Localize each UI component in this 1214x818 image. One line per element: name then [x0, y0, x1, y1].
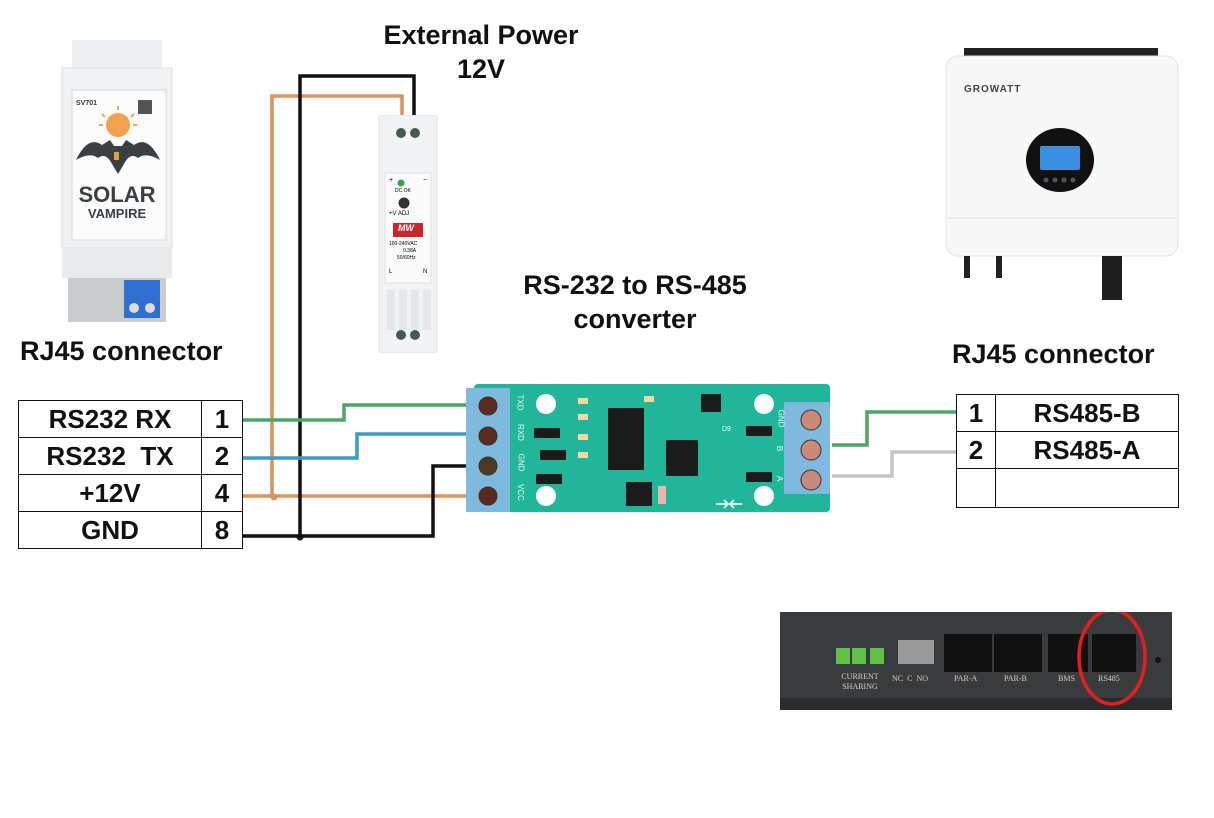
- external-power-title: External Power 12V: [360, 18, 602, 86]
- pin-number: [956, 468, 996, 508]
- pin-signal: RS485-A: [995, 431, 1179, 469]
- pin-signal: +12V: [18, 474, 202, 512]
- terminal-label-b: B: [775, 445, 785, 452]
- sv-model-label: SV701: [76, 100, 98, 107]
- ps-spec1: 100-240VAC: [389, 241, 418, 247]
- pwr-label: D9: [722, 426, 731, 433]
- wire-tx: [242, 432, 478, 460]
- rs485-highlight-circle: [1077, 612, 1147, 706]
- converter-title: RS-232 to RS-485 converter: [490, 268, 780, 336]
- ps-spec3: 50/60Hz: [397, 255, 416, 261]
- wire-12v: [242, 94, 404, 498]
- terminal-screw: [396, 330, 406, 340]
- growatt-logo: GROWATT: [964, 84, 1021, 95]
- port-label-rs485: RS485: [1098, 674, 1120, 683]
- external-power-line2: 12V: [456, 54, 506, 84]
- terminal-label-vcc: VCC: [515, 484, 525, 501]
- terminal-label-gnd: GND: [516, 453, 526, 472]
- ps-brand: MW: [398, 223, 414, 233]
- terminal-screw: [410, 330, 420, 340]
- terminal-screw: [396, 128, 406, 138]
- junction-gnd: [296, 533, 304, 541]
- left-connector-title: RJ45 connector: [20, 336, 223, 366]
- growatt-brand: GROWATT: [964, 84, 1022, 95]
- ps-plus-label: +: [389, 177, 394, 184]
- pin-number: 2: [201, 437, 243, 475]
- ps-minus-label: −: [423, 177, 428, 184]
- left-terminal-screws: [478, 396, 498, 506]
- terminal-label-txd: TXD: [515, 394, 525, 411]
- table-row: [956, 468, 1179, 508]
- wire-rx: [242, 403, 478, 422]
- pin-number: 4: [201, 474, 243, 512]
- pin-signal: [995, 468, 1179, 508]
- terminal-screw: [410, 128, 420, 138]
- ps-terminal-n: N: [423, 269, 428, 275]
- terminal-label-a: A: [775, 475, 785, 482]
- wire-rs485-b: [832, 410, 958, 447]
- pin-number: 1: [956, 394, 996, 432]
- ps-spec2: 0.38A: [403, 248, 417, 254]
- pin-signal: RS232 RX: [18, 400, 202, 438]
- sv-brand-line1: SOLAR: [78, 182, 156, 207]
- terminal-label-rxd: RXD: [515, 424, 525, 441]
- pin-number: 8: [201, 511, 243, 549]
- right-connector-title: RJ45 connector: [952, 339, 1155, 369]
- converter-line1: RS-232 to RS-485: [523, 270, 747, 300]
- ps-terminal-l: L: [389, 269, 393, 275]
- wire-gnd-to-converter: [300, 464, 478, 538]
- converter-line2: converter: [573, 304, 697, 334]
- port-label-bms: BMS: [1058, 674, 1075, 683]
- solar-vampire-device: SV701 SOLAR VAMPIRE: [58, 40, 176, 322]
- wire-rs485-a: [832, 450, 958, 478]
- port-label-current-sharing: CURRENT SHARING: [841, 672, 879, 691]
- port-label-relay: NC C NO: [892, 674, 929, 683]
- pin-number: 1: [201, 400, 243, 438]
- rs232-rs485-converter-board: TXD RXD GND VCC GND B A D9: [466, 382, 830, 514]
- sv-brand-line2: VAMPIRE: [87, 206, 147, 221]
- terminal-label-gnd-right: GND: [776, 409, 786, 428]
- pin-signal: GND: [18, 511, 202, 549]
- pin-signal: RS485-B: [995, 394, 1179, 432]
- power-supply-12v: + − DC OK +V ADJ MW 100-240VAC 0.38A 50/…: [375, 115, 441, 353]
- pin-signal: RS232 TX: [18, 437, 202, 475]
- port-label-par-a: PAR-A: [954, 674, 978, 683]
- junction-12v: [270, 493, 278, 501]
- inverter-port-panel: CURRENT SHARING NC C NO PAR-A PAR-B BMS …: [780, 612, 1172, 716]
- wire-gnd: [242, 74, 416, 538]
- pin-number: 2: [956, 431, 996, 469]
- ps-dcok-label: DC OK: [395, 188, 411, 194]
- ps-adj-label: +V ADJ: [389, 211, 410, 217]
- port-label-par-b: PAR-B: [1004, 674, 1027, 683]
- growatt-inverter: GROWATT: [942, 48, 1180, 300]
- external-power-line1: External Power: [383, 20, 579, 50]
